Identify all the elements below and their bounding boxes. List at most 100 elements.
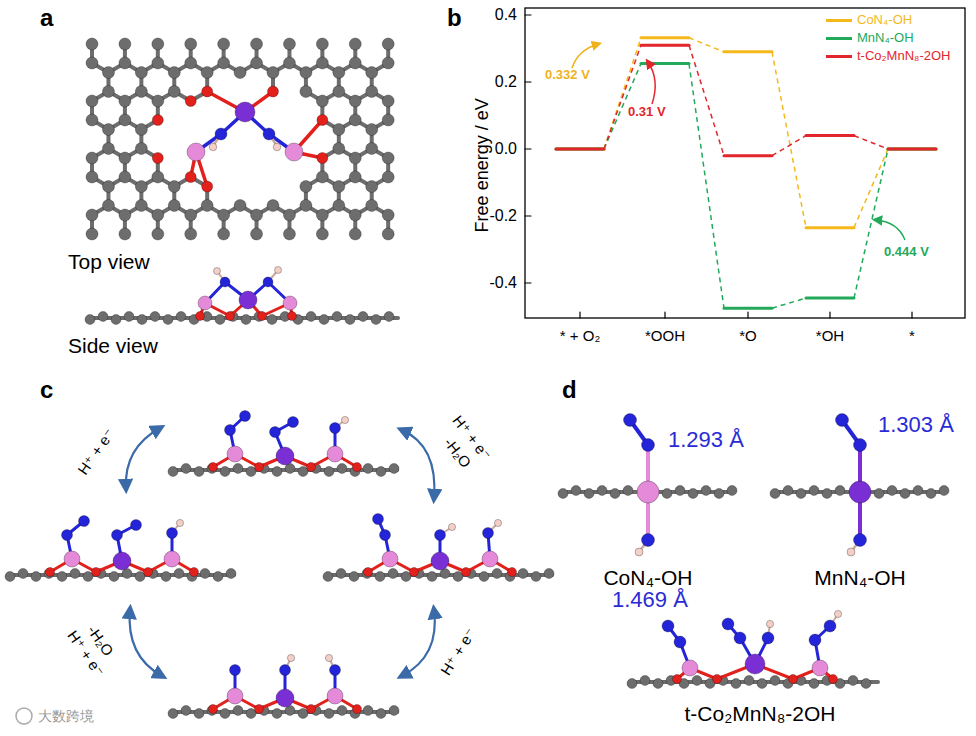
atom — [200, 569, 210, 579]
atom — [167, 528, 178, 539]
atom — [835, 486, 845, 496]
atom — [86, 171, 98, 183]
legend-text: MnN₄-OH — [857, 31, 914, 46]
structure-name: t-Co₂MnN₈-2OH — [684, 702, 835, 726]
atom — [653, 679, 663, 689]
category-label: *O — [739, 327, 757, 344]
atom — [492, 569, 502, 579]
atom — [209, 463, 218, 472]
atom — [144, 568, 153, 577]
atom — [544, 569, 554, 579]
atom — [349, 95, 361, 107]
energy-connector — [772, 298, 806, 308]
atom — [85, 315, 95, 325]
atom — [255, 463, 264, 472]
atom — [135, 200, 147, 212]
atom — [119, 228, 131, 240]
atom — [714, 489, 724, 499]
atom — [637, 481, 659, 503]
atom — [333, 200, 345, 212]
atom — [623, 486, 633, 496]
atom — [31, 572, 41, 582]
tick-label: -0.2 — [489, 207, 517, 225]
energy-connector — [772, 136, 806, 156]
atom — [336, 569, 346, 579]
atom — [317, 115, 328, 126]
atom — [112, 530, 123, 541]
atom — [848, 676, 858, 686]
category-label: * + O₂ — [560, 327, 600, 344]
atom — [809, 679, 819, 689]
atom — [731, 679, 741, 689]
atom — [317, 153, 328, 164]
atom — [276, 689, 294, 707]
atom — [225, 425, 236, 436]
atom — [353, 705, 362, 714]
atom — [86, 209, 98, 221]
atom — [70, 569, 80, 579]
atom — [102, 124, 114, 136]
atom — [240, 411, 251, 422]
atom — [427, 572, 437, 582]
atom — [230, 665, 241, 676]
energy-connector — [604, 45, 641, 149]
atom — [288, 312, 297, 321]
atom — [218, 209, 230, 221]
energy-level — [641, 36, 689, 39]
atom — [270, 427, 281, 438]
atom — [327, 446, 343, 462]
atom — [332, 312, 342, 322]
atom — [662, 489, 672, 499]
atom — [364, 568, 373, 577]
bond-length: 1.469 Å — [612, 587, 688, 612]
atom — [349, 38, 361, 50]
category-label: *OH — [816, 327, 844, 344]
atom — [349, 57, 361, 69]
annotation-arrow — [648, 62, 655, 104]
atom — [152, 153, 163, 164]
watermark-icon — [16, 708, 32, 724]
atom — [234, 67, 246, 79]
atom — [176, 519, 183, 526]
atom — [337, 706, 347, 716]
atom — [135, 86, 147, 98]
tick-label: -0.4 — [489, 274, 517, 292]
atom — [5, 572, 15, 582]
axis-tick — [664, 312, 665, 318]
atom — [119, 171, 131, 183]
atom — [119, 38, 131, 50]
atom — [701, 486, 711, 496]
atom — [215, 315, 225, 325]
axis-tick — [525, 148, 531, 149]
atom — [234, 200, 246, 212]
atom — [235, 102, 255, 122]
energy-level — [556, 148, 604, 151]
atom — [251, 38, 263, 50]
atom — [168, 67, 180, 79]
legend-text: t-Co₂MnN₈-2OH — [857, 49, 951, 64]
atom — [168, 200, 180, 212]
atom — [161, 572, 171, 582]
atom — [558, 489, 568, 499]
atom — [316, 209, 328, 221]
atom — [119, 114, 131, 126]
atom — [241, 315, 251, 325]
atom — [384, 312, 394, 322]
atom — [358, 312, 368, 322]
atom — [316, 95, 328, 107]
step-label: H⁺ + e⁻ — [437, 625, 479, 678]
atom — [337, 464, 347, 474]
atom — [333, 143, 345, 155]
atom — [215, 128, 227, 140]
atom — [789, 675, 798, 684]
panel-letter: c — [40, 376, 53, 404]
atom — [258, 312, 267, 321]
atom — [280, 665, 291, 676]
tick-label: 0.4 — [495, 6, 517, 24]
atom — [635, 548, 643, 556]
atom — [627, 679, 637, 689]
atom — [86, 152, 98, 164]
atom — [273, 143, 281, 151]
atom — [319, 315, 329, 325]
atom — [207, 464, 217, 474]
